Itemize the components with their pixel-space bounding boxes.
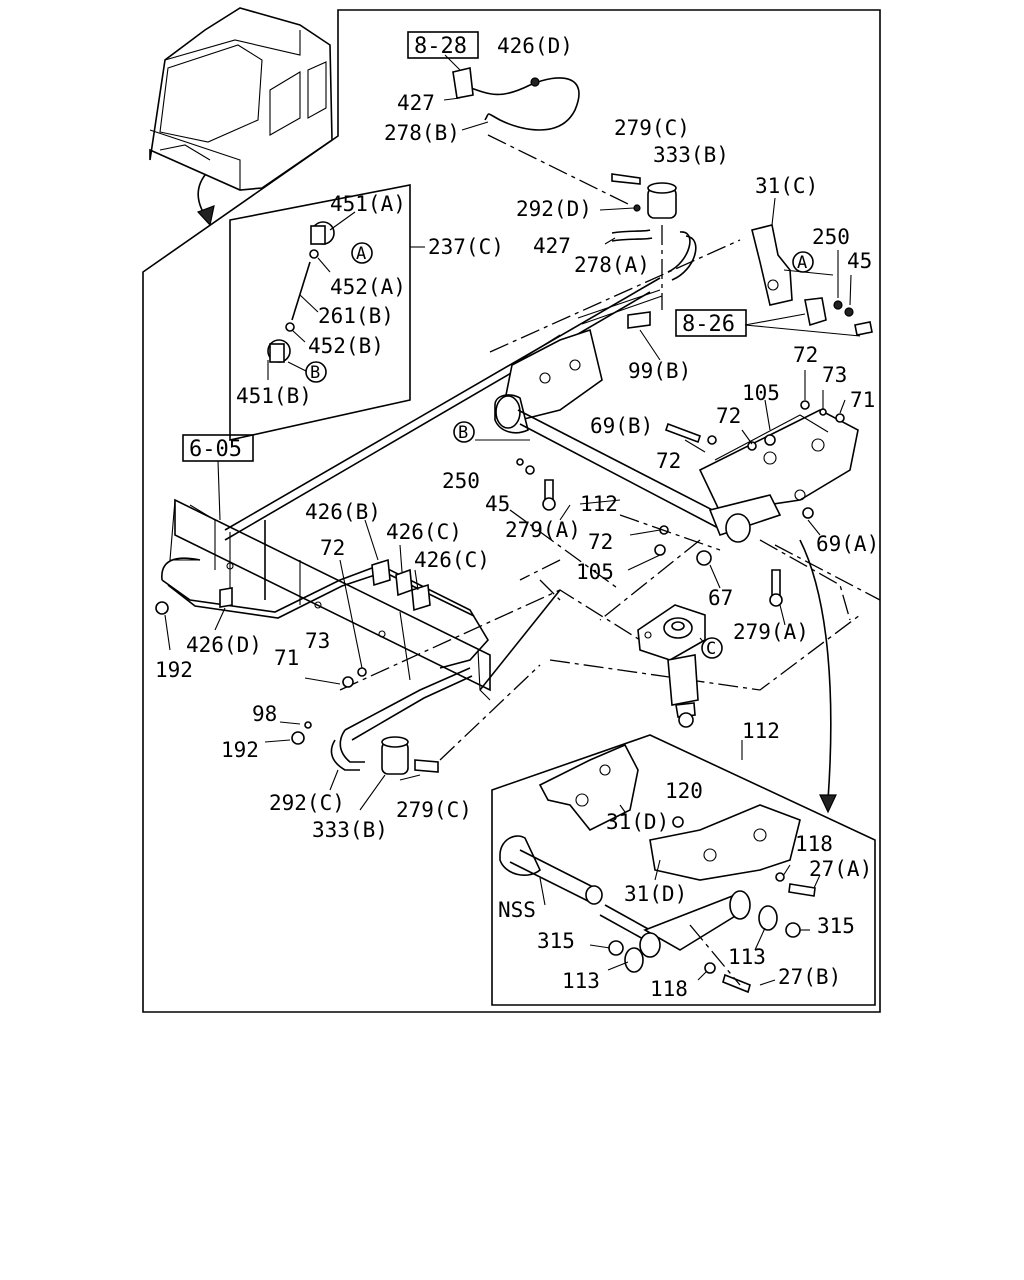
label-27a[interactable]: 27(A) (809, 857, 872, 881)
label-451b[interactable]: 451(B) (236, 384, 312, 408)
label-451a[interactable]: 451(A) (330, 192, 406, 216)
svg-text:B: B (310, 363, 320, 383)
label-192-a[interactable]: 192 (155, 658, 193, 682)
label-45-mid[interactable]: 45 (485, 492, 510, 516)
marker-a-inset: A (351, 242, 373, 264)
ref-box-8-28[interactable] (407, 31, 479, 59)
svg-text:C: C (706, 639, 716, 659)
ref-8-28[interactable]: 8-28 (414, 34, 467, 59)
ref-8-26[interactable]: 8-26 (682, 312, 735, 337)
outer-frame (142, 9, 881, 1013)
label-427-top[interactable]: 427 (397, 91, 435, 115)
label-72-d[interactable]: 72 (588, 530, 613, 554)
shock-absorber (637, 604, 707, 728)
axle-assembly (339, 239, 881, 691)
label-237c[interactable]: 237(C) (428, 235, 504, 259)
label-105-b[interactable]: 105 (576, 560, 614, 584)
label-315-a[interactable]: 315 (537, 929, 575, 953)
label-27b[interactable]: 27(B) (778, 965, 841, 989)
label-279a-a[interactable]: 279(A) (505, 518, 581, 542)
label-292c[interactable]: 292(C) (269, 791, 345, 815)
ref-6-05[interactable]: 6-05 (189, 437, 242, 462)
label-99b[interactable]: 99(B) (628, 359, 691, 383)
label-98[interactable]: 98 (252, 702, 277, 726)
bracket-31c (744, 197, 873, 337)
label-31d-b[interactable]: 31(D) (624, 882, 687, 906)
label-315-b[interactable]: 315 (817, 914, 855, 938)
label-192-b[interactable]: 192 (221, 738, 259, 762)
label-72-b[interactable]: 72 (716, 404, 741, 428)
label-72-e[interactable]: 72 (320, 536, 345, 560)
label-71-b[interactable]: 71 (274, 646, 299, 670)
label-278a[interactable]: 278(A) (574, 253, 650, 277)
label-112-a[interactable]: 112 (580, 492, 618, 516)
label-452a[interactable]: 452(A) (330, 275, 406, 299)
label-nss[interactable]: NSS (498, 898, 536, 922)
detail-inset (491, 734, 876, 1006)
truck-cab-illustration (149, 7, 333, 227)
label-279a-b[interactable]: 279(A) (733, 620, 809, 644)
label-120[interactable]: 120 (665, 779, 703, 803)
label-426d-top[interactable]: 426(D) (497, 34, 573, 58)
label-45-top[interactable]: 45 (847, 249, 872, 273)
label-261b[interactable]: 261(B) (318, 304, 394, 328)
label-69a[interactable]: 69(A) (816, 532, 879, 556)
label-279c-low[interactable]: 279(C) (396, 798, 472, 822)
label-452b[interactable]: 452(B) (308, 334, 384, 358)
label-73-a[interactable]: 73 (822, 363, 847, 387)
label-427-mid[interactable]: 427 (533, 234, 571, 258)
label-279c-top[interactable]: 279(C) (614, 116, 690, 140)
svg-text:A: A (356, 244, 366, 264)
label-113-a[interactable]: 113 (562, 969, 600, 993)
label-333b-top[interactable]: 333(B) (653, 143, 729, 167)
label-118-b[interactable]: 118 (650, 977, 688, 1001)
svg-text:A: A (797, 253, 807, 273)
svg-text:B: B (458, 423, 468, 443)
stabilizer-link-inset (229, 184, 425, 441)
label-333b-low[interactable]: 333(B) (312, 818, 388, 842)
upper-sensor-assembly (599, 173, 697, 310)
label-426d-low[interactable]: 426(D) (186, 633, 262, 657)
label-73-b[interactable]: 73 (305, 629, 330, 653)
label-72-c[interactable]: 72 (656, 449, 681, 473)
label-31c[interactable]: 31(C) (755, 174, 818, 198)
label-118-a[interactable]: 118 (795, 832, 833, 856)
top-harness (443, 54, 631, 206)
label-31d-a[interactable]: 31(D) (606, 810, 669, 834)
ref-box-8-26[interactable] (675, 309, 747, 337)
label-71-a[interactable]: 71 (850, 388, 875, 412)
marker-a-bracket: A (792, 251, 814, 273)
label-250-top[interactable]: 250 (812, 225, 850, 249)
label-250-mid[interactable]: 250 (442, 469, 480, 493)
label-426c-a[interactable]: 426(C) (386, 520, 462, 544)
label-426c-b[interactable]: 426(C) (414, 548, 490, 572)
label-426b[interactable]: 426(B) (305, 500, 381, 524)
label-112-b[interactable]: 112 (742, 719, 780, 743)
label-278b[interactable]: 278(B) (384, 121, 460, 145)
label-72-a[interactable]: 72 (793, 343, 818, 367)
label-69b[interactable]: 69(B) (590, 414, 653, 438)
label-113-b[interactable]: 113 (728, 945, 766, 969)
curved-arrow (799, 539, 837, 814)
marker-b-axle: B (453, 421, 475, 443)
marker-b-inset: B (305, 361, 327, 383)
lower-hose-assembly (155, 519, 541, 811)
label-292d[interactable]: 292(D) (516, 197, 592, 221)
marker-c-shock: C (701, 637, 723, 659)
label-67[interactable]: 67 (708, 586, 733, 610)
label-105-a[interactable]: 105 (742, 381, 780, 405)
